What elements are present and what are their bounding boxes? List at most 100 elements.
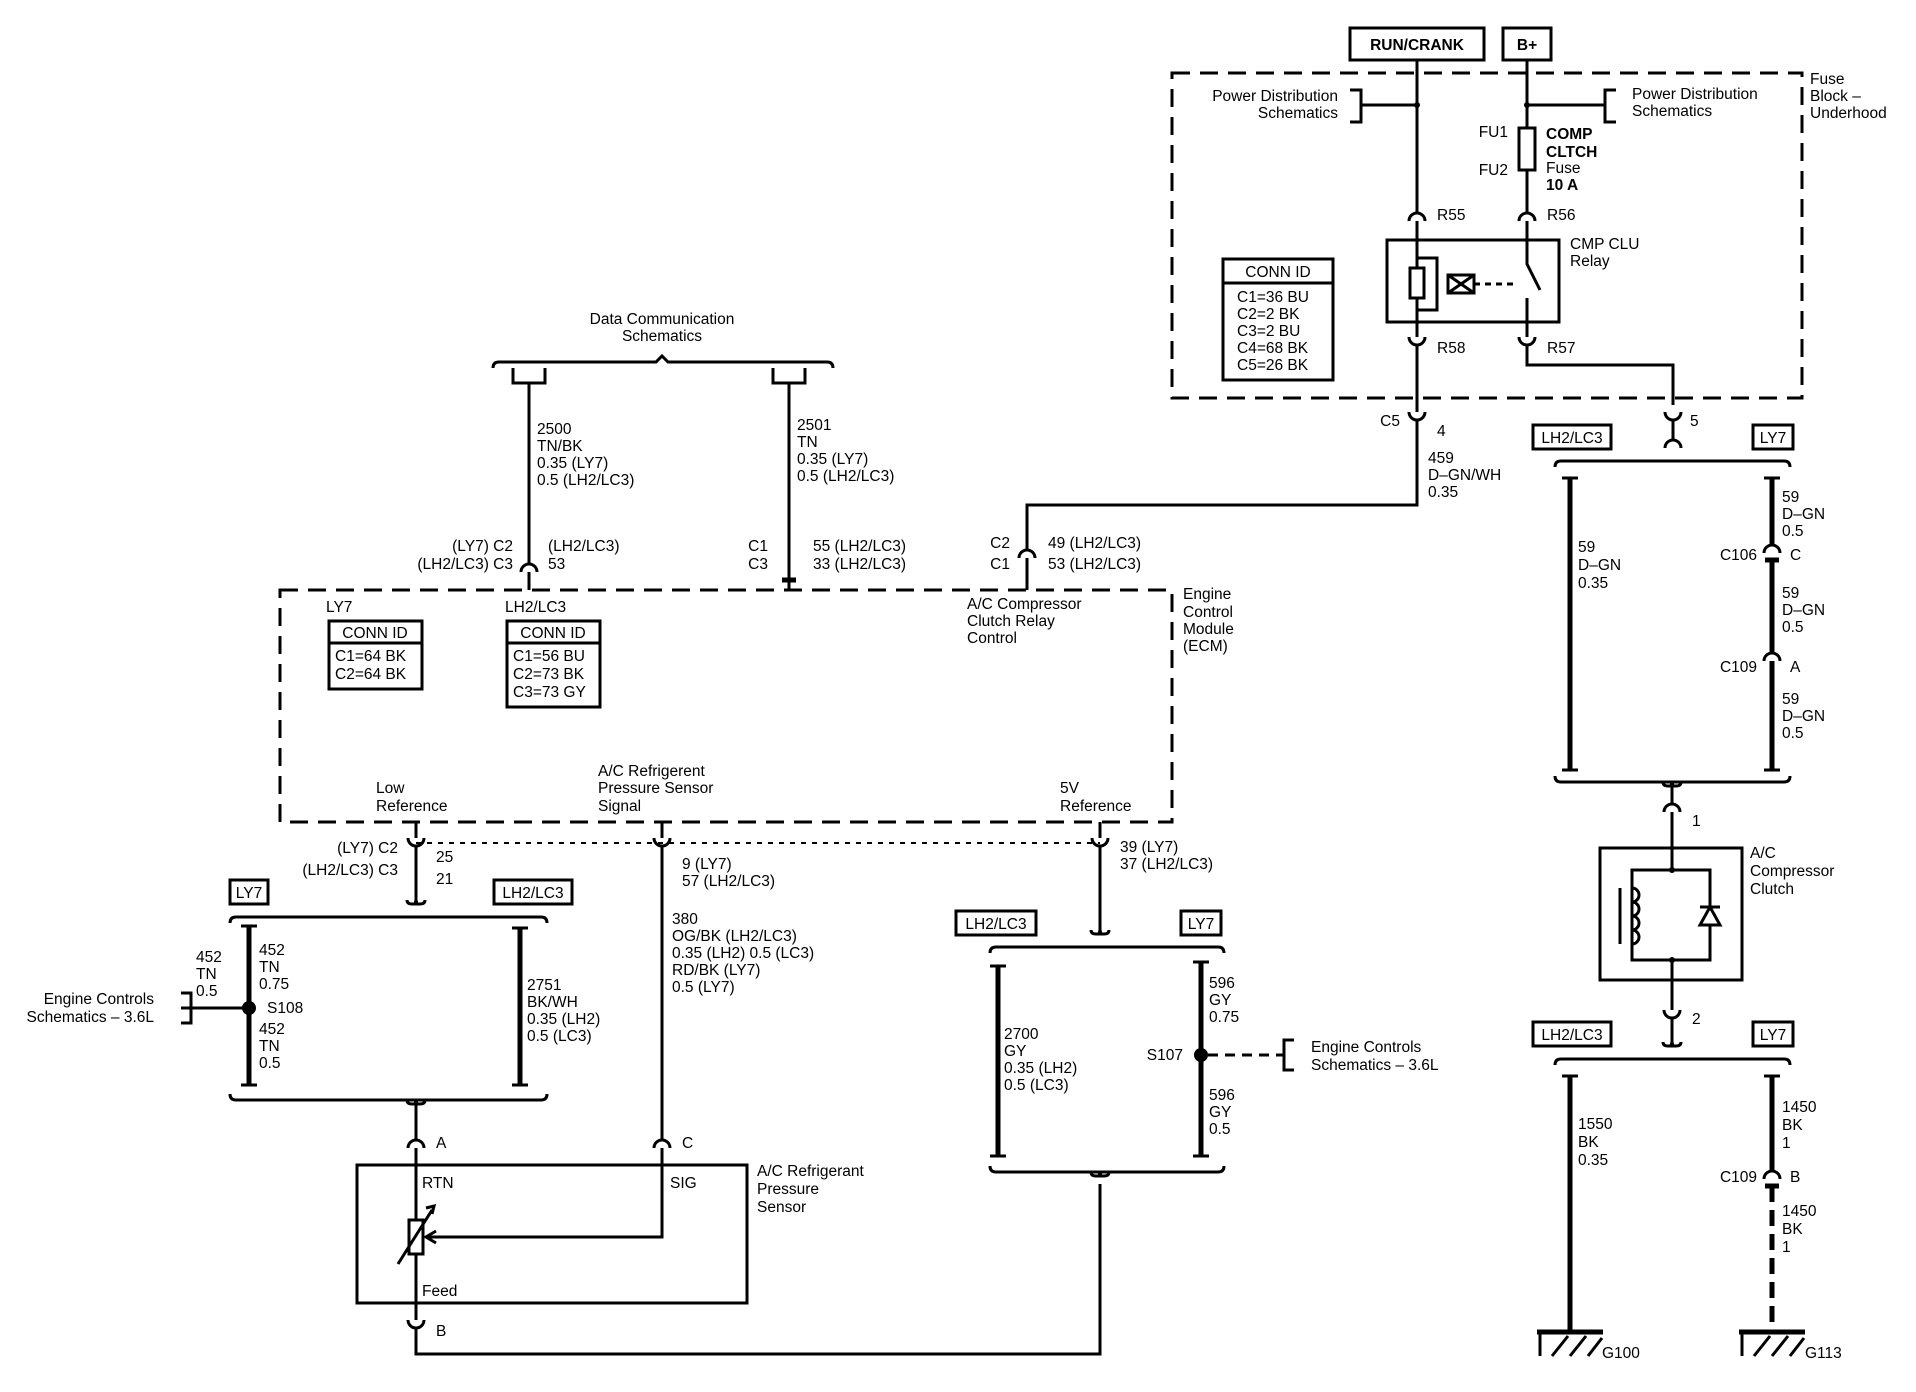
ly7-conn-id-title: CONN ID	[342, 625, 407, 642]
wire452-bot-size: 0.5	[259, 1055, 281, 1072]
wire596-bot-color: GY	[1209, 1104, 1231, 1121]
engine-control-module: Engine Control Module (ECM) LY7 LH2/LC3 …	[278, 586, 1234, 824]
run-crank-source: RUN/CRANK	[1348, 26, 1486, 62]
ecm-right-pin-1: 49 (LH2/LC3)	[1048, 535, 1141, 552]
sensor-rtn: RTN	[422, 1175, 454, 1192]
wire59-a-color: D–GN	[1782, 506, 1825, 523]
wire59-b-num: 59	[1782, 585, 1799, 602]
ac-relay-ctrl-3: Control	[967, 630, 1017, 647]
bplus-label: B+	[1517, 37, 1537, 54]
ly7-conn-id-row: C2=64 BK	[335, 666, 407, 683]
c106-pin: C	[1790, 547, 1801, 564]
wire2700-size-lc3: 0.5 (LC3)	[1004, 1077, 1069, 1094]
left-eng-ctrl-2: Schematics – 3.6L	[26, 1009, 154, 1026]
c109-a-label: C109	[1720, 659, 1757, 676]
wire59-lh2-size: 0.35	[1578, 575, 1608, 592]
gnd-ly7-tag: LY7	[1760, 1027, 1786, 1044]
clutch-coil-icon	[1631, 886, 1641, 946]
ecm-right-conn-2: C1	[990, 556, 1010, 573]
clutch-pin-2: 2	[1692, 1011, 1701, 1028]
wire459-color: D–GN/WH	[1428, 467, 1501, 484]
wire59-lh2-num: 59	[1578, 539, 1595, 556]
feed-ly7-tag: LY7	[1760, 430, 1786, 447]
ecm-conn-id-ly7: CONN ID C1=64 BK C2=64 BK	[327, 619, 424, 691]
wire2501-size-lh2: 0.5 (LH2/LC3)	[797, 468, 894, 485]
wire1450-a-color: BK	[1782, 1117, 1803, 1134]
five-v-ref-1: 5V	[1060, 780, 1080, 797]
fuse-conn-id-row: C2=2 BK	[1237, 306, 1300, 323]
fu2-label: FU2	[1479, 162, 1508, 179]
power-dist-right-1: Power Distribution	[1632, 86, 1758, 103]
fuse-conn-id-row: C1=36 BU	[1237, 289, 1309, 306]
lh2-conn-id-title: CONN ID	[520, 625, 585, 642]
wire452-top-num: 452	[259, 942, 285, 959]
wire380-size: 0.35 (LH2) 0.5 (LC3)	[672, 945, 814, 962]
gnd-lh2-tag: LH2/LC3	[1541, 1027, 1602, 1044]
low-ref-conn-2: (LH2/LC3) C3	[302, 862, 398, 879]
clutch-feed-branch: LH2/LC3 LY7 59 D–GN 0.35 59 D–GN 0.5 C10…	[1531, 423, 1825, 830]
clutch-label-3: Clutch	[1750, 881, 1794, 898]
power-dist-left-2: Schematics	[1258, 105, 1338, 122]
fuse-block-title-1: Fuse	[1810, 71, 1844, 88]
clutch-ground-branch: LH2/LC3 LY7 1550 BK 0.35 1450 BK 1 C109 …	[1531, 1020, 1842, 1362]
fuse-label-1: COMP	[1546, 126, 1593, 143]
ground-g100-icon	[1537, 1329, 1604, 1357]
fuse-block-title-3: Underhood	[1810, 105, 1887, 122]
wire2751-size-lh2: 0.35 (LH2)	[527, 1011, 600, 1028]
ac-relay-ctrl-2: Clutch Relay	[967, 613, 1055, 630]
low-ref-1: Low	[376, 780, 405, 797]
sig-pin-2: 57 (LH2/LC3)	[682, 873, 775, 890]
wire452-bot-color: TN	[259, 1038, 280, 1055]
splice-s107	[1194, 1048, 1208, 1062]
wire452-top-size: 0.75	[259, 976, 289, 993]
wire1550-color: BK	[1578, 1134, 1599, 1151]
ecm-lh2-label: LH2/LC3	[505, 599, 566, 616]
diode-icon	[1697, 903, 1723, 927]
wire452-in-size: 0.5	[196, 983, 218, 1000]
wire380-color-ly7: RD/BK (LY7)	[672, 962, 760, 979]
pin-r58: R58	[1437, 340, 1465, 357]
clutch-label-2: Compressor	[1750, 863, 1834, 880]
wire2501-size-ly7: 0.35 (LY7)	[797, 451, 868, 468]
fuse-icon	[1517, 126, 1537, 172]
ref-pin-1: 39 (LY7)	[1120, 839, 1178, 856]
wire596-top-color: GY	[1209, 992, 1231, 1009]
pressure-signal-2: Pressure Sensor	[598, 780, 713, 797]
sensor-sig: SIG	[670, 1175, 697, 1192]
ecm-title-3: Module	[1183, 621, 1234, 638]
pin-r55: R55	[1437, 207, 1465, 224]
fuse-label-2: CLTCH	[1546, 144, 1597, 161]
wire59-b-size: 0.5	[1782, 619, 1804, 636]
ecm-ly7-label: LY7	[326, 599, 352, 616]
sensor-label-3: Sensor	[757, 1199, 806, 1216]
wire1550-size: 0.35	[1578, 1152, 1608, 1169]
fuse-conn-id-row: C3=2 BU	[1237, 323, 1300, 340]
s108-label: S108	[267, 1000, 303, 1017]
wire59-c-num: 59	[1782, 691, 1799, 708]
wire2500-size-ly7: 0.35 (LY7)	[537, 455, 608, 472]
wire452-top-color: TN	[259, 959, 280, 976]
wire459-size: 0.35	[1428, 484, 1458, 501]
cmp-clu-relay	[1385, 238, 1561, 324]
ecm-title-4: (ECM)	[1183, 638, 1228, 655]
g113-label: G113	[1805, 1345, 1842, 1362]
sig-pin-1: 9 (LY7)	[682, 856, 732, 873]
low-ref-conn-1: (LY7) C2	[337, 840, 398, 857]
pressure-signal-3: Signal	[598, 798, 641, 815]
ecm-mid-pin-1: 55 (LH2/LC3)	[813, 538, 906, 555]
low-ref-2: Reference	[376, 798, 448, 815]
wire2501-color: TN	[797, 434, 818, 451]
ly7-conn-id-row: C1=64 BK	[335, 648, 407, 665]
wire596-top-size: 0.75	[1209, 1009, 1239, 1026]
ac-relay-ctrl-1: A/C Compressor	[967, 596, 1082, 613]
wire452-bot-num: 452	[259, 1021, 285, 1038]
sensor-pin-b: B	[436, 1323, 446, 1340]
power-dist-right-2: Schematics	[1632, 103, 1712, 120]
ecm-conn-id-lh2: CONN ID C1=56 BU C2=73 BK C3=73 GY	[505, 619, 602, 709]
wire380-color: OG/BK (LH2/LC3)	[672, 928, 797, 945]
lh2-conn-id-row: C3=73 GY	[513, 684, 586, 701]
fuse-conn-id-row: C4=68 BK	[1237, 340, 1309, 357]
ecm-title-2: Control	[1183, 604, 1233, 621]
lh2-conn-id-row: C1=56 BU	[513, 648, 585, 665]
